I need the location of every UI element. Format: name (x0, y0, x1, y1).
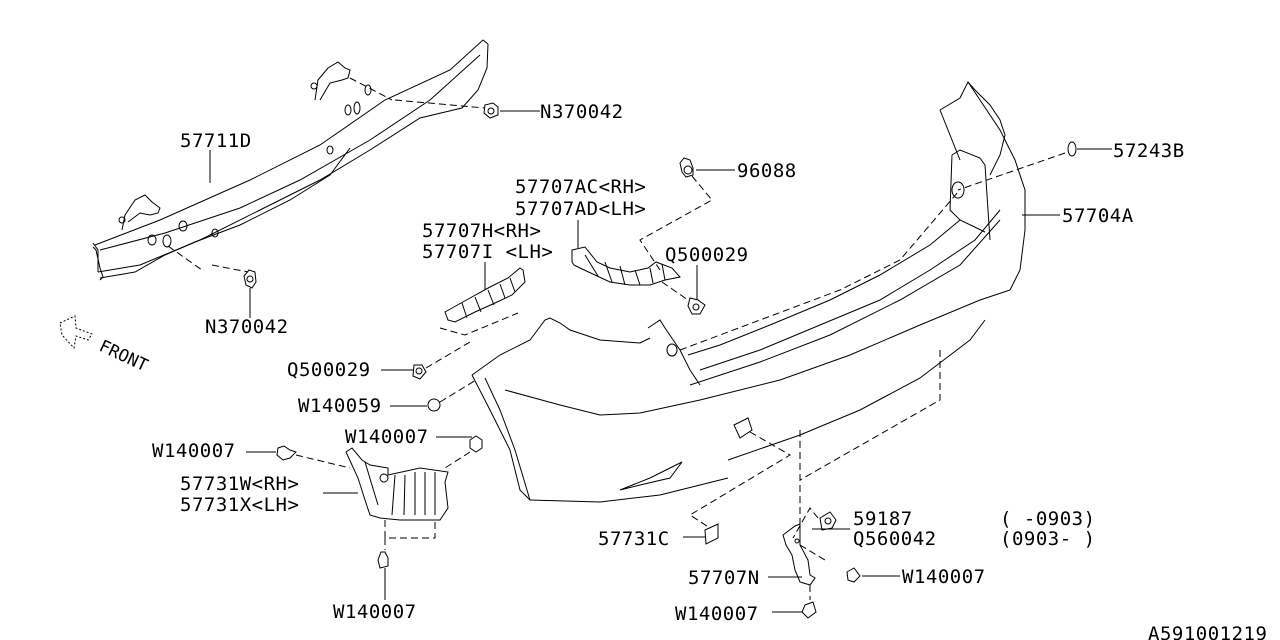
part-applicability-59187: ( -0903) (1000, 508, 1096, 530)
part-label-W140007-d[interactable]: W140007 (902, 566, 986, 588)
figure-id: A591001219 (1148, 623, 1267, 640)
part-label-96088[interactable]: 96088 (737, 160, 797, 182)
part-label-N370042-bottom[interactable]: N370042 (205, 316, 289, 338)
part-label-57707I[interactable]: 57707I <LH> (422, 241, 553, 263)
part-label-W140007-c[interactable]: W140007 (333, 601, 417, 623)
front-direction-arrow-icon (59, 315, 93, 350)
rear-bumper-face-drawing[interactable] (471, 81, 1026, 503)
bracket-57707AC-drawing[interactable] (571, 246, 681, 286)
bumper-beam-drawing[interactable] (92, 39, 489, 281)
front-direction-label: FRONT (96, 336, 151, 376)
part-label-Q560042[interactable]: Q560042 (853, 528, 937, 550)
part-label-57711D[interactable]: 57711D (180, 130, 252, 152)
part-label-57707AC[interactable]: 57707AC<RH> (515, 176, 646, 198)
part-label-W140007-b[interactable]: W140007 (345, 426, 429, 448)
part-label-57704A[interactable]: 57704A (1062, 205, 1134, 227)
part-label-57707AD[interactable]: 57707AD<LH> (515, 198, 646, 220)
part-label-57731X[interactable]: 57731X<LH> (180, 494, 299, 516)
part-label-59187[interactable]: 59187 (853, 508, 913, 530)
part-label-57731W[interactable]: 57731W<RH> (180, 473, 299, 495)
part-label-N370042-top[interactable]: N370042 (540, 101, 624, 123)
part-label-Q500029-right[interactable]: Q500029 (665, 244, 749, 266)
part-label-W140007-a[interactable]: W140007 (152, 440, 236, 462)
part-label-Q500029-left[interactable]: Q500029 (287, 359, 371, 381)
part-label-W140007-e[interactable]: W140007 (675, 603, 759, 625)
part-applicability-Q560042: (0903- ) (1000, 528, 1096, 550)
mud-guard-57731W-drawing[interactable] (345, 447, 449, 521)
part-label-57707N[interactable]: 57707N (688, 567, 760, 589)
part-label-57731C[interactable]: 57731C (598, 528, 670, 550)
part-label-57243B[interactable]: 57243B (1113, 140, 1185, 162)
bracket-57707H-drawing[interactable] (444, 267, 526, 323)
part-label-W140059[interactable]: W140059 (298, 395, 382, 417)
part-label-57707H[interactable]: 57707H<RH> (422, 220, 541, 242)
center-bracket-57707N-drawing[interactable] (782, 523, 816, 586)
